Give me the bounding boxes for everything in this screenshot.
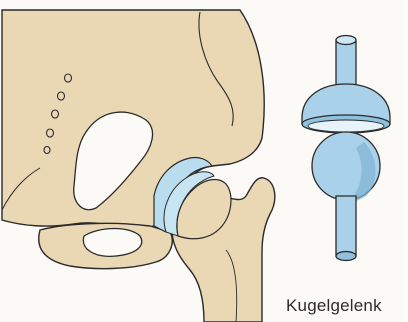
ball-joint-model (302, 36, 390, 261)
obturator-foramen (83, 229, 141, 257)
model-top-rod-end (336, 36, 356, 45)
model-bottom-rod-end (336, 252, 356, 261)
model-socket-inner (308, 120, 384, 132)
model-bottom-rod (336, 196, 356, 256)
scan-edge (400, 0, 408, 322)
caption-label: Kugelgelenk (286, 296, 382, 316)
